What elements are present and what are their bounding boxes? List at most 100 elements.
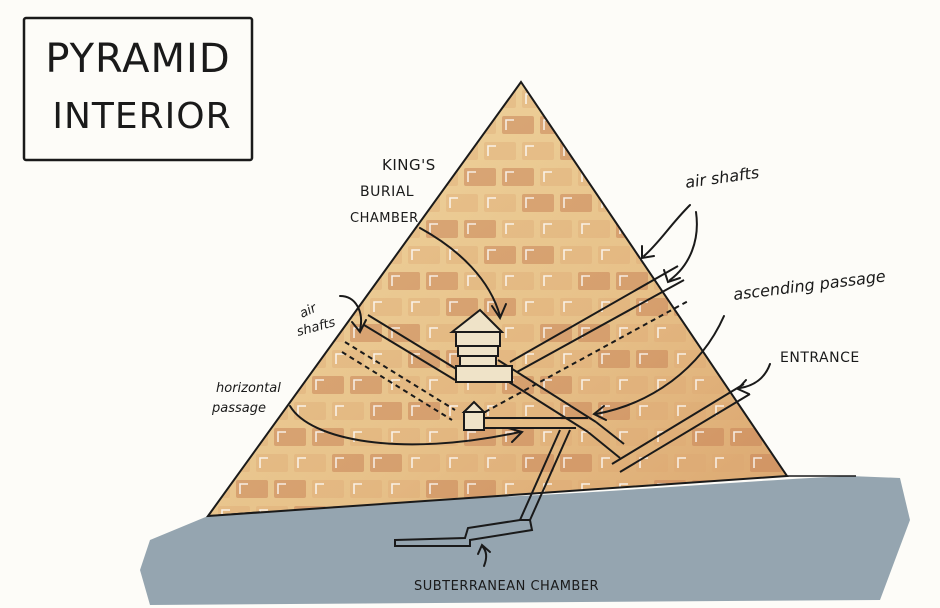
brick-highlight xyxy=(677,353,686,364)
brick-highlight xyxy=(335,353,344,364)
brick-highlight xyxy=(601,249,610,260)
brick-highlight xyxy=(467,171,476,182)
brick-highlight xyxy=(221,509,230,516)
brick xyxy=(560,90,592,108)
brick-highlight xyxy=(239,483,248,494)
brick-highlight xyxy=(563,301,572,312)
kings-chamber-label-3: CHAMBER xyxy=(350,211,419,226)
brick-highlight xyxy=(695,327,704,338)
subterranean-chamber-outline xyxy=(394,519,534,547)
pyramid-body xyxy=(184,80,856,518)
brick-highlight xyxy=(487,197,496,208)
brick xyxy=(788,402,820,420)
brick xyxy=(750,246,782,264)
brick-highlight xyxy=(184,354,192,364)
brick-highlight xyxy=(335,249,344,260)
brick-highlight xyxy=(487,145,496,156)
brick-highlight xyxy=(771,223,780,234)
brick-highlight xyxy=(221,197,230,208)
brick xyxy=(788,194,820,212)
brick xyxy=(636,90,668,108)
brick-highlight xyxy=(239,223,248,234)
brick-highlight xyxy=(373,249,382,260)
brick xyxy=(654,220,686,238)
brick-highlight xyxy=(297,457,306,468)
horizontal-passage-label-1: horizontal xyxy=(216,381,281,396)
brick-highlight xyxy=(411,405,420,416)
brick-highlight xyxy=(581,379,590,390)
brick-pattern xyxy=(184,90,838,516)
brick-highlight xyxy=(221,145,230,156)
brick-highlight xyxy=(715,301,724,312)
brick xyxy=(208,298,212,316)
brick xyxy=(806,220,838,238)
brick-highlight xyxy=(315,119,324,130)
brick-highlight xyxy=(733,431,742,442)
brick xyxy=(788,298,820,316)
brick xyxy=(208,168,230,186)
brick-highlight xyxy=(695,431,704,442)
title-line-2: INTERIOR xyxy=(52,96,231,137)
brick xyxy=(208,402,212,420)
brick-highlight xyxy=(753,145,762,156)
brick-highlight xyxy=(639,353,648,364)
brick-highlight xyxy=(449,353,458,364)
brick-highlight xyxy=(525,197,534,208)
brick-highlight xyxy=(525,249,534,260)
brick-highlight xyxy=(411,457,420,468)
brick-highlight xyxy=(449,405,458,416)
brick-highlight xyxy=(771,379,780,390)
brick xyxy=(312,116,344,134)
brick-highlight xyxy=(601,457,610,468)
brick xyxy=(274,272,306,290)
brick xyxy=(768,116,787,134)
brick-highlight xyxy=(715,197,724,208)
brick-highlight xyxy=(487,457,496,468)
brick-highlight xyxy=(505,431,514,442)
brick-highlight xyxy=(297,405,306,416)
brick-highlight xyxy=(733,327,742,338)
brick xyxy=(806,116,838,134)
brick-highlight xyxy=(449,197,458,208)
subterranean-chamber-label: SUBTERRANEAN CHAMBER xyxy=(414,579,599,594)
brick-highlight xyxy=(657,379,666,390)
brick xyxy=(578,116,610,134)
brick xyxy=(636,194,668,212)
brick xyxy=(788,246,820,264)
brick-highlight xyxy=(771,327,780,338)
brick-highlight xyxy=(184,406,192,416)
ascending-passage-arrow xyxy=(595,315,725,415)
brick xyxy=(274,220,306,238)
brick-highlight xyxy=(315,275,324,286)
brick-highlight xyxy=(208,275,210,286)
brick-highlight xyxy=(429,379,438,390)
brick-highlight xyxy=(487,249,496,260)
brick-highlight xyxy=(184,458,192,468)
brick xyxy=(788,454,820,472)
brick-highlight xyxy=(753,405,762,416)
air-shafts-left-arrow xyxy=(339,295,362,331)
brick-highlight xyxy=(543,431,552,442)
brick-highlight xyxy=(411,93,420,104)
brick-highlight xyxy=(221,353,230,364)
brick-highlight xyxy=(505,327,514,338)
brick-highlight xyxy=(639,93,648,104)
brick-highlight xyxy=(297,145,306,156)
horizontal-passage-arrow xyxy=(289,405,521,446)
brick-highlight xyxy=(353,171,362,182)
brick-highlight xyxy=(677,145,686,156)
brick-highlight xyxy=(208,171,210,182)
title-frame xyxy=(22,16,254,162)
air-shaft-right-upper xyxy=(509,265,679,363)
brick xyxy=(712,90,744,108)
brick-highlight xyxy=(277,327,286,338)
brick-highlight xyxy=(373,145,382,156)
brick-highlight xyxy=(391,483,400,494)
brick-highlight xyxy=(715,405,724,416)
brick-highlight xyxy=(239,327,248,338)
brick xyxy=(208,272,230,290)
brick-highlight xyxy=(771,119,780,130)
brick-highlight xyxy=(277,275,286,286)
brick-highlight xyxy=(373,301,382,312)
